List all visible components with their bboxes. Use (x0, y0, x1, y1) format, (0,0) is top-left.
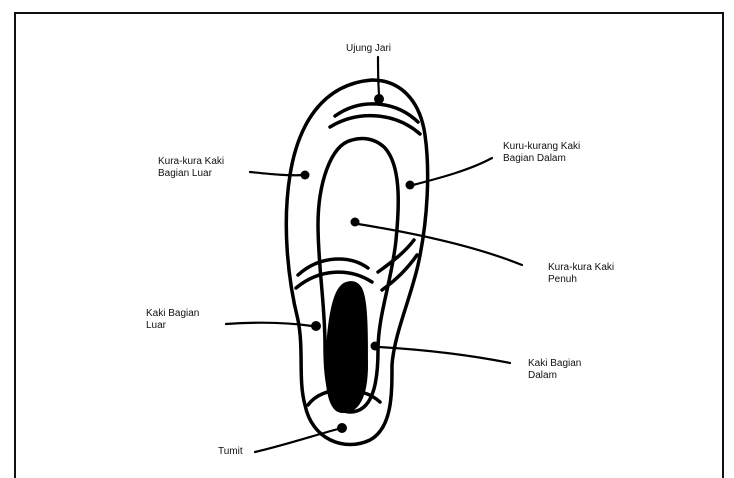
heel-leader (255, 429, 338, 452)
heel-pad (325, 281, 368, 413)
label-full-arch: Kura-kura Kaki Penuh (548, 262, 614, 286)
label-inner-arch: Kuru-kurang Kaki Bagian Dalam (503, 141, 580, 165)
inner-foot-point (371, 342, 380, 351)
outer-arch-leader (250, 172, 302, 175)
full-arch-leader (358, 224, 522, 265)
arch-line-2 (296, 272, 372, 288)
inner-foot-leader (379, 347, 510, 363)
toe-leader (378, 57, 379, 94)
label-inner-foot: Kaki Bagian Dalam (528, 358, 581, 382)
label-toe: Ujung Jari (346, 43, 391, 55)
frame-corner (14, 452, 16, 477)
label-outer-foot: Kaki Bagian Luar (146, 308, 199, 332)
label-heel: Tumit (218, 446, 243, 458)
toe-cap-line-2 (330, 116, 420, 134)
label-outer-arch: Kura-kura Kaki Bagian Luar (158, 156, 224, 180)
heel-point (337, 423, 347, 433)
full-arch-point (351, 218, 360, 227)
toe-point (374, 94, 384, 104)
inner-arch-leader (413, 158, 492, 185)
